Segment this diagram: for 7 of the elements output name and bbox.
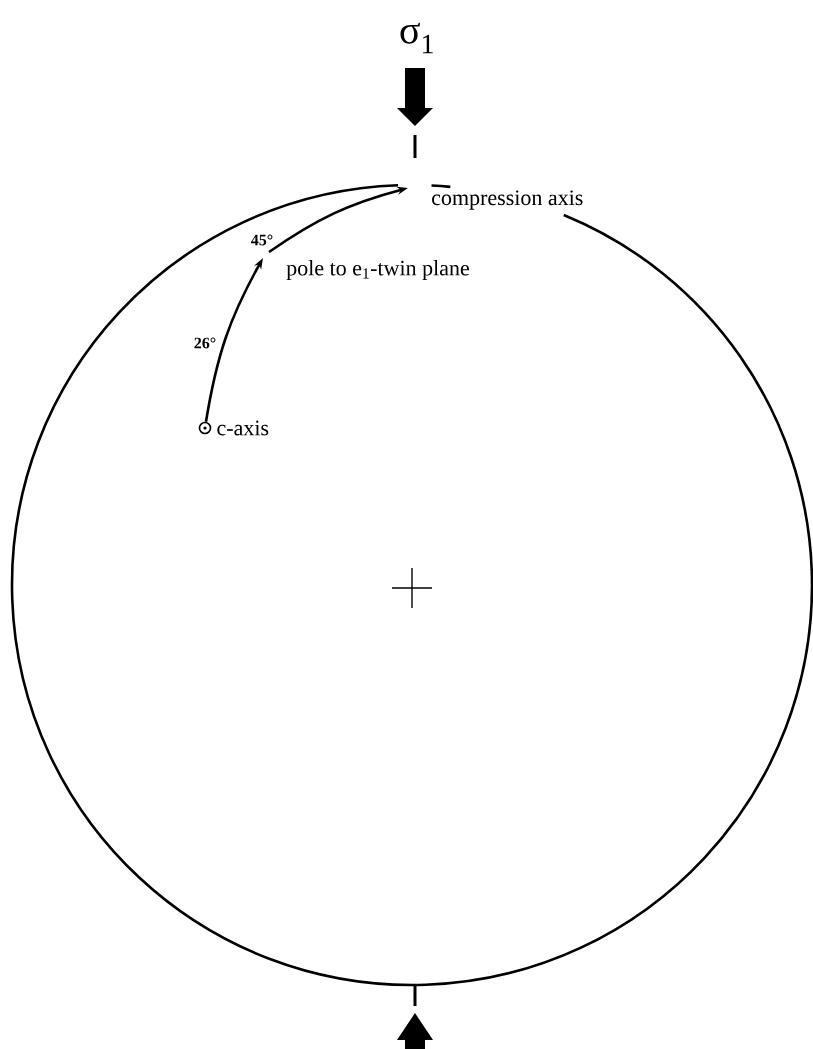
angle-label: 45° [251,234,273,246]
text-label: c-axis [217,420,269,436]
text-label: compression axis [432,190,583,210]
angle-label: 26° [194,337,216,349]
text-label: pole to e$_{1}$-twin plane [286,260,469,280]
pole-symbol [198,421,212,435]
stress-label: σ$_{1}$ [400,22,433,54]
